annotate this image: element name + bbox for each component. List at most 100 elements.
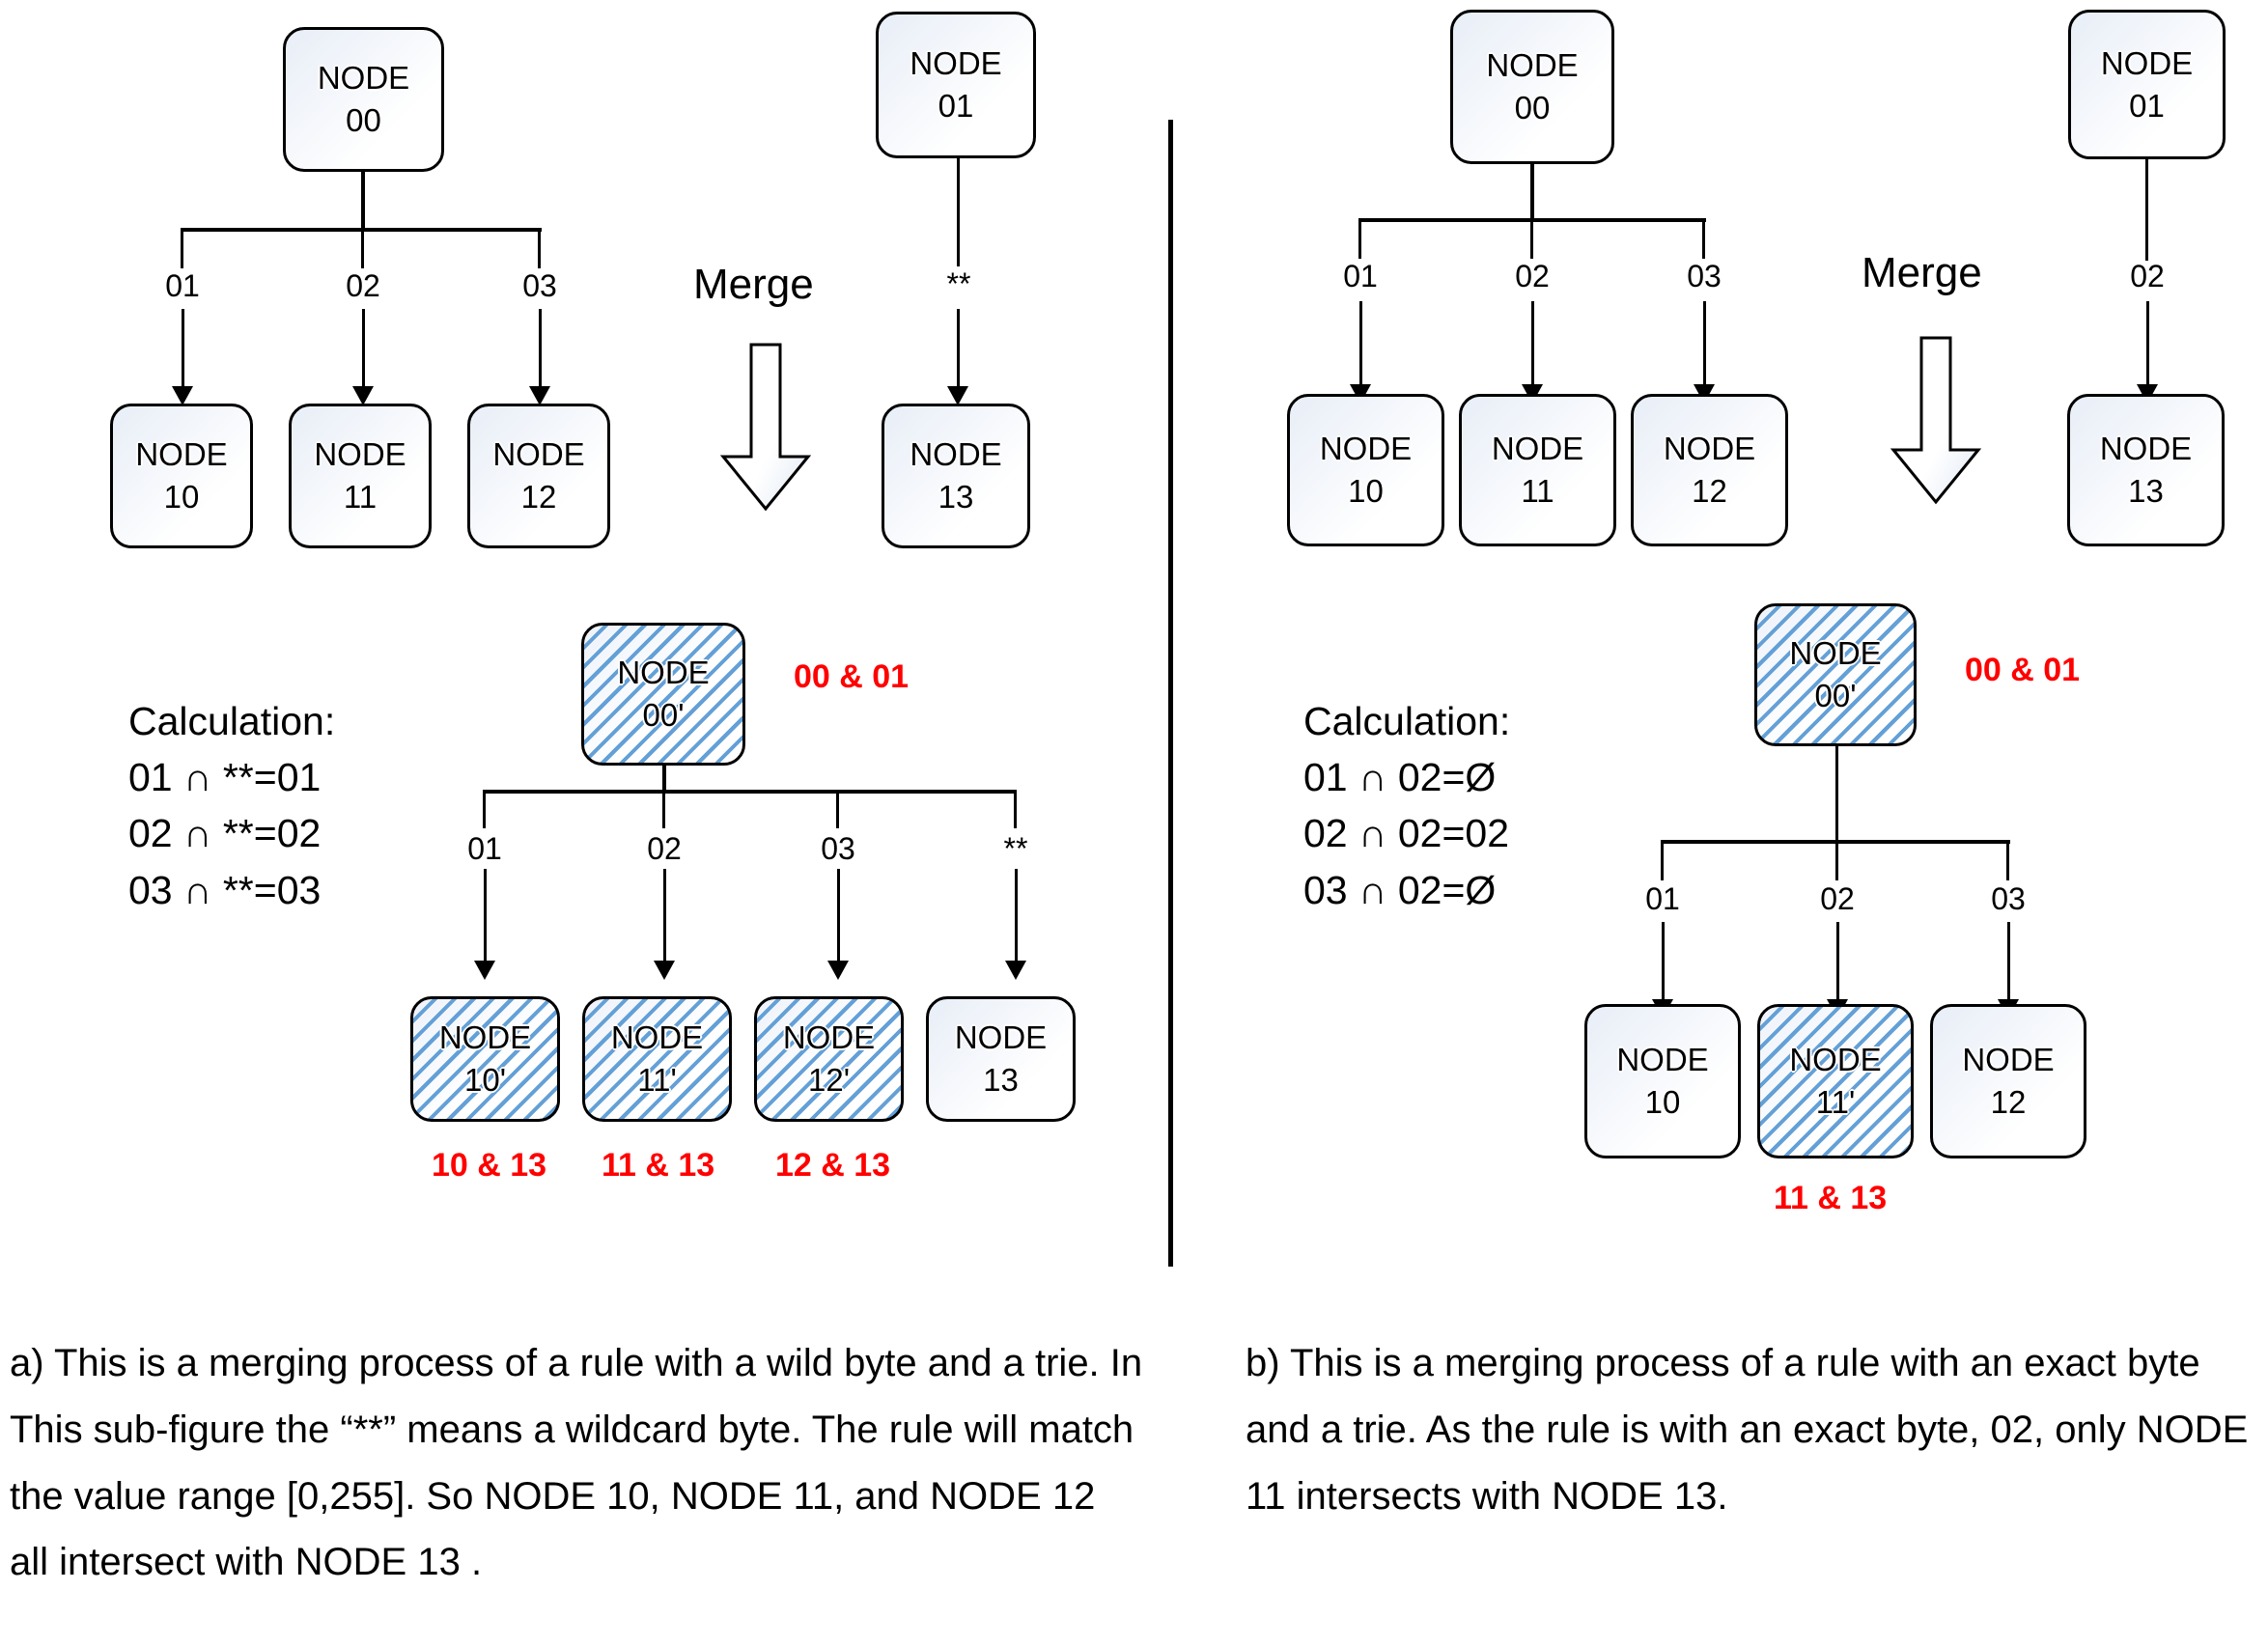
node-label-line2: 12 (1692, 473, 1727, 509)
panel-a-merged-edge-label-2: 03 (821, 831, 855, 866)
panel-a-merged-child-note-0: 10 & 13 (432, 1147, 547, 1184)
panel-a-calculation-block: Calculation: 01 ∩ **=01 02 ∩ **=02 03 ∩ … (128, 693, 335, 918)
panel-a-trie-arrowhead-0 (172, 386, 193, 405)
panel-b-merged-edge-label-0: 01 (1645, 881, 1680, 916)
panel-a-trie-arrowhead-1 (352, 386, 374, 405)
panel-b-trie-child-node-0: NODE 10 (1287, 394, 1444, 546)
panel-a-trie-branch-1 (361, 228, 364, 268)
node-label-line1: NODE (910, 436, 1002, 473)
panel-a-merged-arrowhead-3 (1005, 961, 1026, 980)
panel-a-rule-edge-stem-upper (957, 158, 960, 266)
panel-b-merge-arrow-icon (1890, 336, 1982, 510)
node-label-line2: 12' (807, 1062, 850, 1098)
panel-a-merged-arrowhead-0 (474, 961, 495, 980)
node-label-line1: NODE (1789, 1042, 1882, 1078)
node-label-line1: NODE (2100, 44, 2194, 81)
node-label-line1: NODE (2099, 431, 2193, 467)
panel-b-rule-child-node: NODE 13 (2067, 394, 2225, 546)
panel-a-trie-arrow-stem-1 (362, 309, 365, 391)
panel-b-trie-edge-label-2: 03 (1687, 259, 1722, 293)
panel-b-merged-child-node-2: NODE 12 (1930, 1004, 2086, 1158)
node-label-line1: NODE (910, 45, 1002, 82)
node-label-line1: NODE (492, 436, 585, 473)
panel-b-trie-branch-0 (1358, 218, 1361, 259)
node-label-line2: 11' (1815, 1084, 1856, 1120)
node-label-line1: NODE (1789, 635, 1882, 672)
node-label-line2: 13 (2128, 473, 2164, 509)
node-label-line2: 01 (938, 88, 974, 124)
node-label-line2: 00' (1814, 678, 1857, 713)
panel-a-trie-child-node-2: NODE 12 (467, 404, 610, 548)
calculation-title: Calculation: (1303, 699, 1511, 743)
panel-b-trie-root-stem (1530, 164, 1534, 220)
panel-b-calculation-block: Calculation: 01 ∩ 02=Ø 02 ∩ 02=02 03 ∩ 0… (1303, 693, 1510, 918)
node-label-line1: NODE (617, 655, 710, 691)
panel-b-merged-arrow-stem-2 (2007, 922, 2010, 1004)
panel-b-trie-branch-1 (1530, 218, 1533, 259)
panel-b-merged-root-stem (1835, 746, 1838, 843)
panel-a-rule-edge-label: ** (946, 266, 971, 301)
node-label-line1: NODE (610, 1019, 704, 1056)
node-label-line2: 10 (1348, 473, 1384, 509)
calculation-line-2: 03 ∩ 02=Ø (1303, 867, 1497, 912)
panel-b-rule-edge-stem-upper (2145, 159, 2148, 261)
panel-a-merged-arrowhead-1 (654, 961, 675, 980)
panel-a-merged-child-node-0: NODE 10' (410, 996, 560, 1122)
panel-a-trie-arrow-stem-2 (539, 309, 542, 391)
panel-a-merged-child-node-2: NODE 12' (754, 996, 904, 1122)
node-label-line2: 12 (520, 479, 557, 515)
panel-a-merged-arrow-stem-2 (837, 869, 840, 965)
node-label-line1: NODE (1319, 431, 1413, 467)
node-label-line1: NODE (782, 1019, 876, 1056)
panel-b-merged-branch-0 (1661, 840, 1664, 880)
node-label-line2: 00 (346, 102, 381, 138)
panel-a-trie-branch-2 (538, 228, 541, 268)
node-label-line1: NODE (1962, 1042, 2055, 1078)
panel-a-rule-child-node: NODE 13 (882, 404, 1030, 548)
panel-a-merged-child-node-1: NODE 11' (582, 996, 732, 1122)
panel-a-merged-edge-label-0: 01 (467, 831, 502, 866)
panel-a-trie-child-node-0: NODE 10 (110, 404, 253, 548)
calculation-line-0: 01 ∩ 02=Ø (1303, 755, 1497, 800)
node-label-line1: NODE (1663, 431, 1756, 467)
node-label-line1: NODE (438, 1019, 532, 1056)
calculation-line-0: 01 ∩ **=01 (128, 755, 322, 800)
calculation-line-1: 02 ∩ 02=02 (1303, 811, 1510, 856)
panel-a-trie-edge-label-1: 02 (346, 268, 380, 303)
panel-b-trie-arrow-stem-2 (1703, 301, 1706, 388)
node-label-line2: 11' (637, 1062, 677, 1098)
panel-a-merged-bus (483, 790, 1017, 794)
panel-b-merged-child-node-1: NODE 11' (1757, 1004, 1914, 1158)
node-label-line2: 11 (343, 479, 378, 515)
panel-a-merged-root-node: NODE 00' (581, 623, 745, 766)
panel-b-merged-root-node: NODE 00' (1754, 603, 1917, 746)
panel-b-trie-root-node: NODE 00 (1450, 10, 1614, 164)
panel-b-merged-arrow-stem-1 (1836, 922, 1839, 1004)
panel-a-merged-arrow-stem-0 (484, 869, 487, 965)
panel-a-caption: a) This is a merging process of a rule w… (10, 1342, 1143, 1584)
panel-b-merged-edge-label-1: 02 (1820, 881, 1855, 916)
node-label-line2: 00' (642, 697, 685, 733)
panel-a-merged-root-stem (662, 766, 666, 793)
panel-a-merged-edge-label-1: 02 (647, 831, 682, 866)
panel-b-trie-arrow-stem-0 (1359, 301, 1362, 388)
node-label-line2: 13 (938, 479, 974, 515)
node-label-line1: NODE (1491, 431, 1584, 467)
panel-b-trie-edge-label-1: 02 (1515, 259, 1550, 293)
panel-a-merged-child-node-3: NODE 13 (926, 996, 1076, 1122)
panel-a-merged-branch-2 (836, 790, 839, 828)
node-label-line2: 00 (1514, 90, 1551, 126)
panel-a-merged-branch-0 (483, 790, 486, 828)
node-label-line2: 10 (1644, 1084, 1681, 1120)
panel-a-rule-edge-stem-lower (957, 309, 960, 391)
panel-a-merged-edge-label-3: ** (1003, 831, 1028, 866)
panel-b-trie-arrow-stem-1 (1531, 301, 1534, 388)
panel-a-trie-child-node-1: NODE 11 (289, 404, 432, 548)
panel-a-merged-child-note-1: 11 & 13 (602, 1147, 715, 1184)
node-label-line1: NODE (314, 436, 406, 473)
panel-b-merged-child-note-0: 11 & 13 (1774, 1180, 1888, 1216)
calculation-title: Calculation: (128, 699, 336, 743)
node-label-line1: NODE (954, 1019, 1048, 1056)
node-label-line2: 01 (2129, 87, 2165, 124)
panel-a-merged-arrowhead-2 (827, 961, 849, 980)
